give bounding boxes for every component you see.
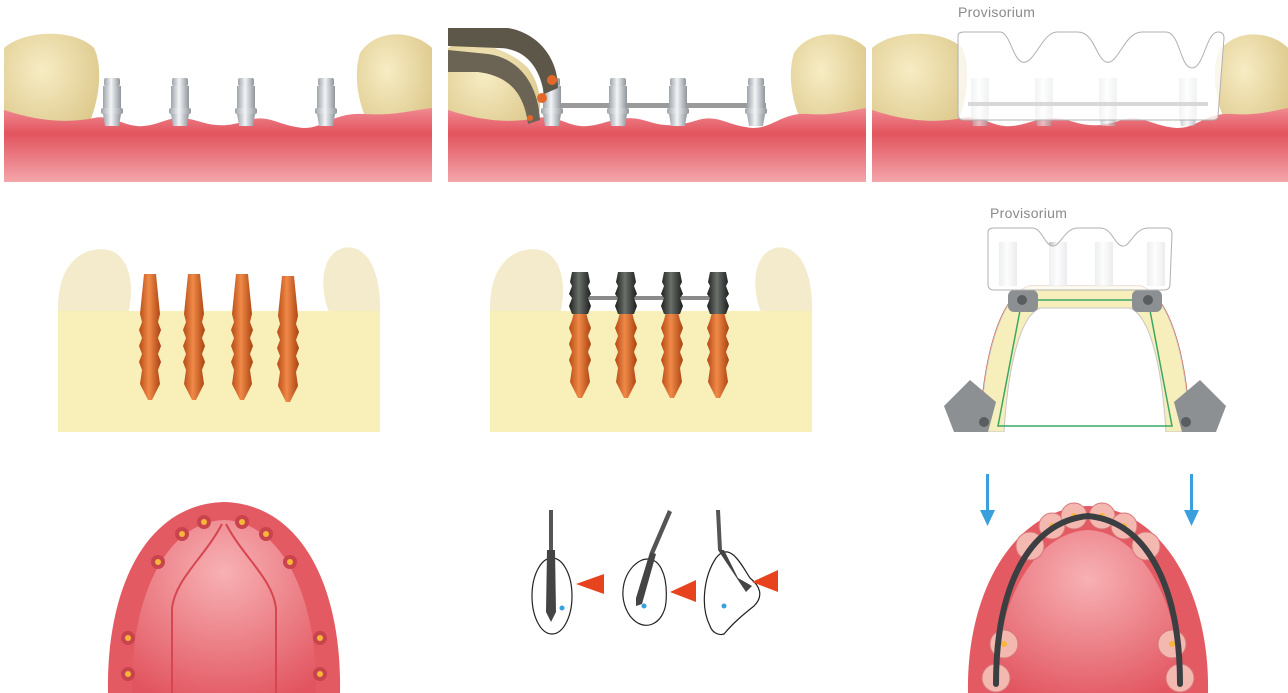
panel-implants-with-abutments	[490, 238, 812, 432]
bone-block	[58, 311, 380, 432]
panel-implant-angles	[520, 506, 782, 638]
panel-arch-with-bar	[966, 472, 1210, 693]
panel-implants-in-bone	[58, 238, 380, 432]
abutment-2	[169, 78, 191, 126]
provisorium-shell-arch	[988, 228, 1172, 290]
anchor-top-right	[1132, 290, 1162, 312]
angle-diagram-3	[704, 510, 778, 635]
anchor-top-left	[1008, 290, 1038, 312]
provisorium-label-top: Provisorium	[958, 4, 1035, 20]
implant-2	[183, 274, 205, 400]
implant-1	[139, 274, 161, 400]
arrow-down-icon	[980, 474, 995, 526]
panel-palate-implant-positions	[106, 498, 342, 693]
arrow-down-icon	[1184, 474, 1199, 526]
implant-4	[277, 276, 299, 402]
angle-diagram-1	[532, 510, 604, 634]
provisorium-shell	[958, 32, 1224, 120]
abutment-3	[235, 78, 257, 126]
bar	[580, 296, 720, 300]
implant-3	[231, 274, 253, 400]
panel-abutments-in-gum	[4, 28, 432, 182]
abutment-4	[315, 78, 337, 126]
provisorium-label-middle: Provisorium	[990, 205, 1067, 221]
panel-provisorium-row1	[872, 28, 1288, 182]
panel-arch-provisorium	[940, 226, 1230, 432]
panel-bar-placement	[448, 28, 866, 182]
angle-diagram-2	[623, 510, 696, 625]
connecting-bar	[548, 103, 766, 108]
abutment-1	[101, 78, 123, 126]
